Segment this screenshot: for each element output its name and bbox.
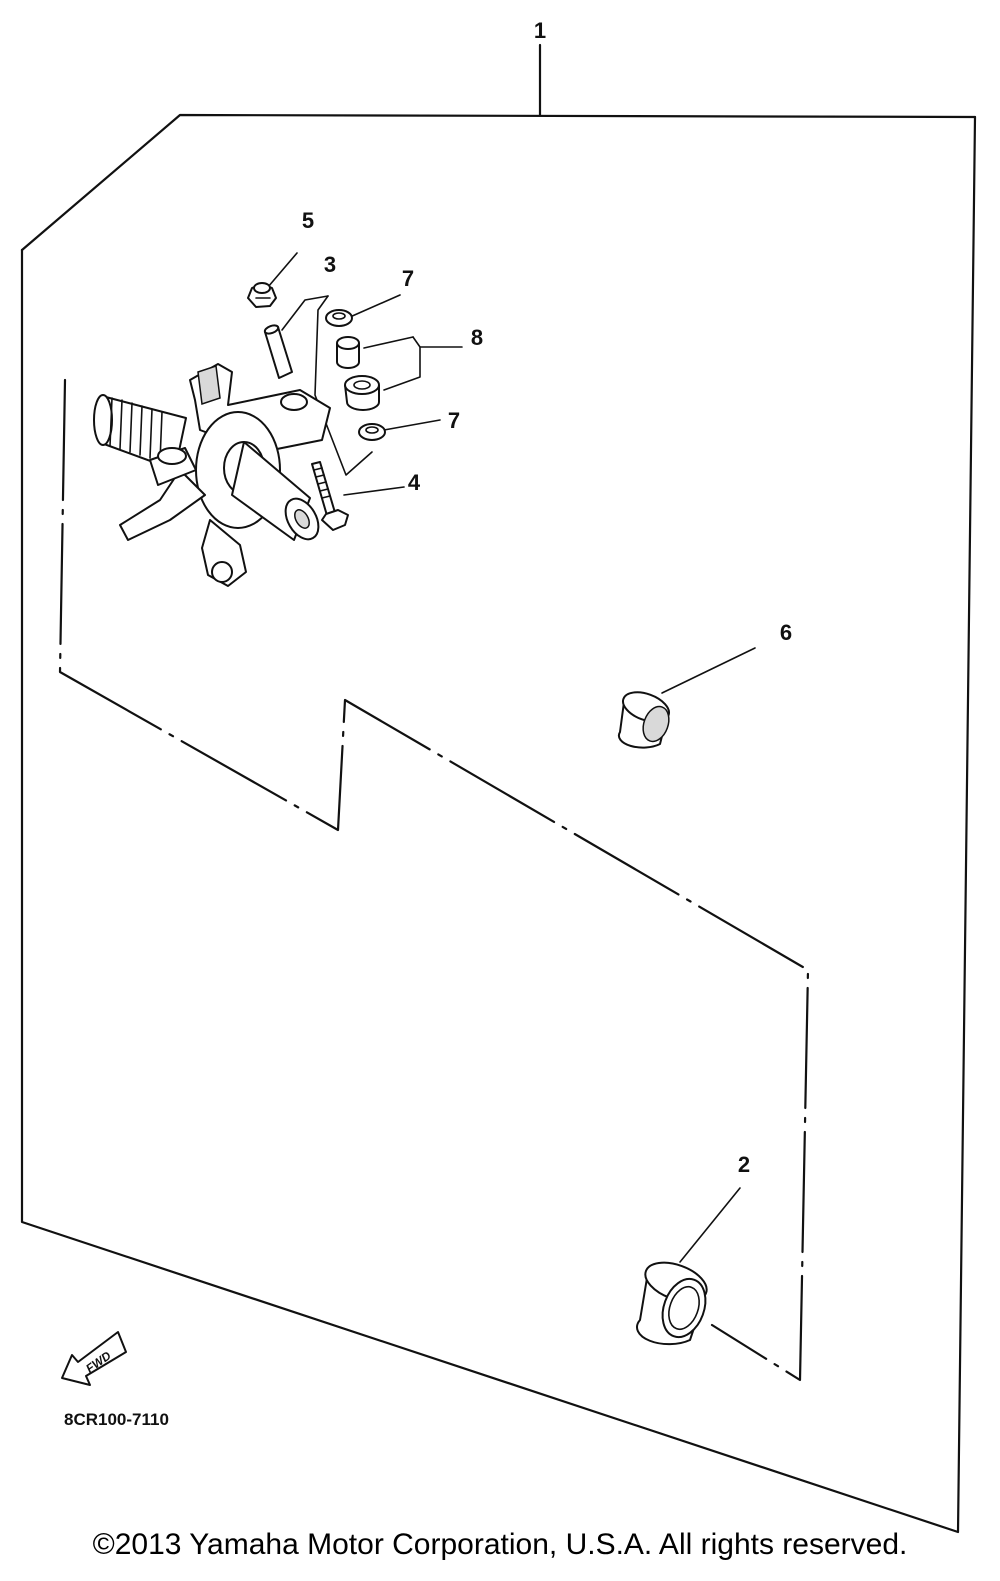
collar-part-8-small — [336, 336, 360, 369]
kit-outline — [20, 43, 977, 1534]
bracket-assembly — [93, 363, 331, 587]
cap-nut-part-5 — [247, 282, 277, 308]
callout-2: 2 — [738, 1152, 750, 1177]
callout-labels: 1 2 3 4 5 6 7 7 8 — [302, 18, 792, 1177]
callout-6: 6 — [780, 620, 792, 645]
callout-1: 1 — [534, 18, 546, 43]
callout-8: 8 — [471, 325, 483, 350]
callout-7-lower: 7 — [448, 408, 460, 433]
collar-part-8-large — [344, 375, 380, 411]
leader-lines — [267, 252, 756, 1263]
pin-part-3 — [263, 324, 293, 379]
drawing-code: 8CR100-7110 — [64, 1410, 169, 1429]
washer-part-7-upper — [325, 309, 353, 327]
callout-4: 4 — [408, 470, 421, 495]
bolt-part-4 — [311, 461, 349, 531]
oil-seal-part-2 — [636, 1261, 708, 1346]
callout-5: 5 — [302, 208, 314, 233]
callout-7-upper: 7 — [402, 266, 414, 291]
forward-arrow-icon: FWD — [61, 1331, 127, 1386]
washer-part-7-lower — [358, 423, 386, 441]
bushing-part-6 — [617, 691, 670, 749]
copyright-notice: ©2013 Yamaha Motor Corporation, U.S.A. A… — [92, 1528, 908, 1561]
callout-3: 3 — [324, 252, 336, 277]
